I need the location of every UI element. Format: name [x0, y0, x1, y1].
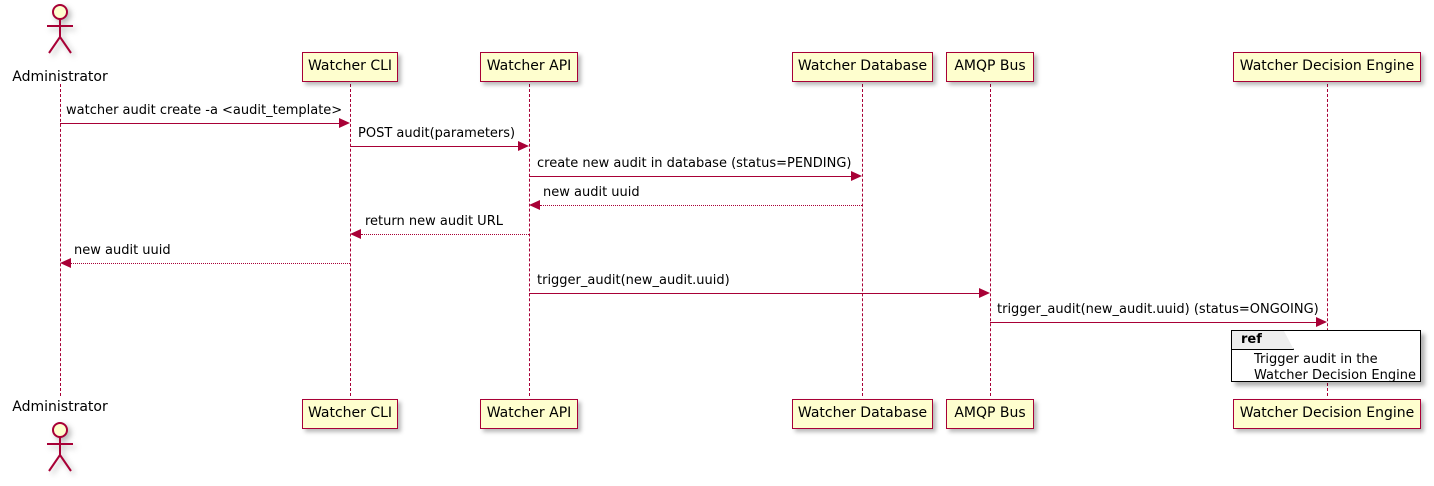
message-arrowhead-2 — [518, 141, 529, 151]
participant-box-watcher-api-top[interactable]: Watcher API — [480, 52, 578, 82]
participant-box-watcher-api-bottom[interactable]: Watcher API — [480, 399, 578, 429]
message-line-3 — [529, 176, 851, 177]
message-label-1: watcher audit create -a <audit_template> — [66, 103, 343, 118]
message-line-1 — [60, 123, 339, 124]
message-arrowhead-7 — [979, 288, 990, 298]
message-arrowhead-5 — [350, 229, 361, 239]
participant-box-watcher-decision-engine-top[interactable]: Watcher Decision Engine — [1233, 52, 1421, 82]
message-line-8 — [990, 322, 1316, 323]
actor-label-administrator-bottom: Administrator — [12, 399, 108, 415]
ref-fragment: ref Trigger audit in the Watcher Decisio… — [1231, 330, 1421, 383]
participant-box-watcher-database-top[interactable]: Watcher Database — [792, 52, 933, 82]
message-arrowhead-6 — [60, 258, 71, 268]
participant-box-watcher-decision-engine-bottom[interactable]: Watcher Decision Engine — [1233, 399, 1421, 429]
participant-box-watcher-cli-top[interactable]: Watcher CLI — [302, 52, 398, 82]
participant-box-amqp-bus-top[interactable]: AMQP Bus — [946, 52, 1034, 82]
participant-box-watcher-database-bottom[interactable]: Watcher Database — [792, 399, 933, 429]
lifeline-amqp-bus — [990, 84, 991, 396]
message-line-7 — [529, 293, 979, 294]
message-line-4 — [540, 205, 862, 206]
actor-figure-administrator-top — [40, 4, 80, 56]
message-line-6 — [71, 263, 350, 264]
lifeline-watcher-api — [529, 84, 530, 396]
message-label-2: POST audit(parameters) — [358, 126, 516, 141]
message-label-7: trigger_audit(new_audit.uuid) — [537, 273, 730, 288]
message-arrowhead-4 — [529, 200, 540, 210]
message-line-2 — [350, 146, 518, 147]
message-arrowhead-8 — [1316, 317, 1327, 327]
message-line-5 — [361, 234, 529, 235]
message-arrowhead-3 — [851, 171, 862, 181]
lifeline-administrator — [60, 84, 61, 396]
ref-fragment-line-2: Watcher Decision Engine — [1254, 368, 1416, 383]
ref-fragment-line-1: Trigger audit in the — [1254, 352, 1378, 367]
participant-box-amqp-bus-bottom[interactable]: AMQP Bus — [946, 399, 1034, 429]
participant-box-watcher-cli-bottom[interactable]: Watcher CLI — [302, 399, 398, 429]
lifeline-watcher-cli — [350, 84, 351, 396]
message-label-5: return new audit URL — [365, 214, 503, 229]
message-label-8: trigger_audit(new_audit.uuid) (status=ON… — [997, 302, 1319, 317]
message-label-6: new audit uuid — [74, 243, 171, 258]
ref-fragment-tab-label: ref — [1232, 331, 1294, 350]
lifeline-watcher-database — [862, 84, 863, 396]
message-label-3: create new audit in database (status=PEN… — [537, 156, 852, 171]
message-arrowhead-1 — [339, 118, 350, 128]
message-label-4: new audit uuid — [543, 185, 640, 200]
lifeline-watcher-decision-engine — [1327, 84, 1328, 396]
actor-label-administrator-top: Administrator — [12, 69, 108, 85]
actor-figure-administrator-bottom — [40, 422, 80, 474]
